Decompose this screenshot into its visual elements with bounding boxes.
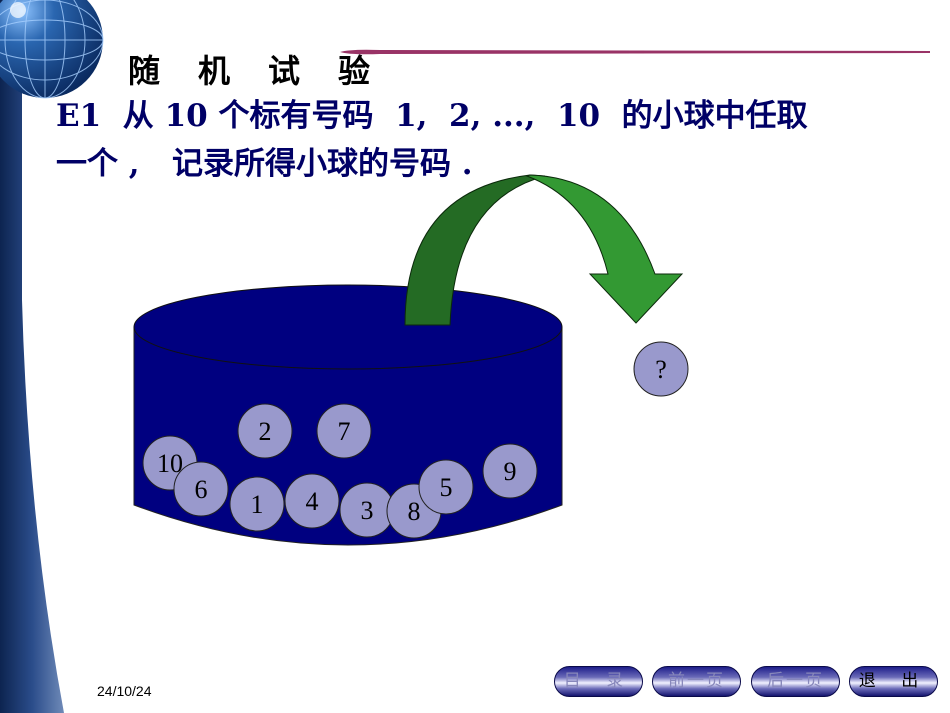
header-divider — [340, 49, 930, 55]
previous-page-button[interactable]: 前一页 — [652, 666, 741, 697]
urn-top — [133, 284, 563, 370]
title-char: 试 — [268, 52, 301, 90]
ball-label: 3 — [361, 496, 374, 525]
ball-label: 9 — [504, 457, 517, 486]
ball-label: 4 — [306, 487, 319, 516]
toc-button[interactable]: 目 录 — [554, 666, 643, 697]
ball-label: 2 — [259, 417, 272, 446]
problem-text-line1: E1 从 10 个标有号码 1, 2, ..., 10 的小球中任取 — [56, 98, 808, 134]
title-char: 验 — [338, 52, 371, 90]
next-page-button[interactable]: 后一页 — [751, 666, 840, 697]
ball-label: 5 — [440, 473, 453, 502]
ball — [229, 476, 285, 532]
ball — [237, 403, 293, 459]
ball-label: 1 — [251, 490, 264, 519]
ball — [284, 473, 340, 529]
slide-date: 24/10/24 — [97, 683, 152, 699]
ball — [173, 461, 229, 517]
result-ball — [633, 341, 689, 397]
ball — [418, 459, 474, 515]
result-ball-label: ? — [655, 355, 667, 384]
slide-title: 随机试验 — [128, 46, 408, 92]
ball-label: 6 — [195, 475, 208, 504]
arrow-right-part — [525, 174, 684, 324]
ball-label: 7 — [338, 417, 351, 446]
ball-label: 8 — [408, 497, 421, 526]
globe-logo-icon — [0, 0, 104, 99]
ball — [482, 443, 538, 499]
title-char: 机 — [198, 52, 231, 90]
title-char: 随 — [128, 52, 161, 90]
exit-button[interactable]: 退 出 — [849, 666, 938, 697]
problem-text-line2: 一个 , 记录所得小球的号码 . — [56, 146, 473, 182]
sidebar-decoration — [0, 0, 64, 713]
ball — [316, 403, 372, 459]
